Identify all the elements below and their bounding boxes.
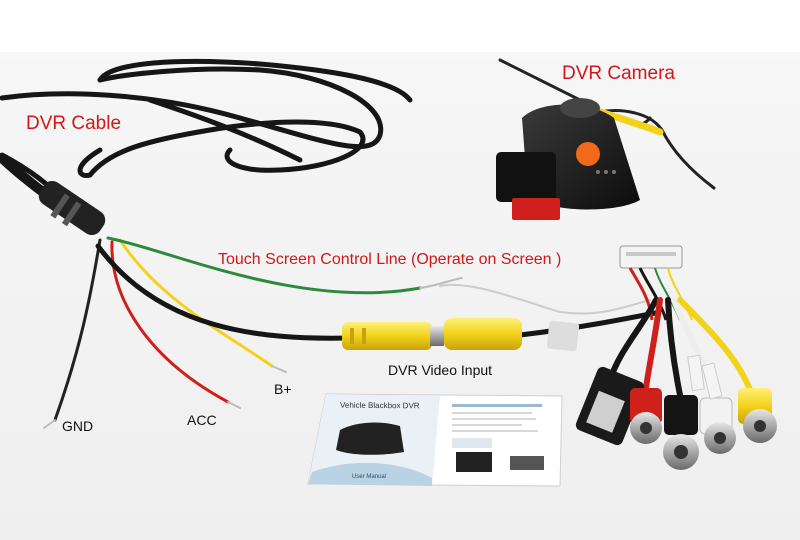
cable-label-tag [546,320,580,352]
rca-jack-yellow [738,388,777,443]
b-plus-label: B+ [274,381,292,397]
acc-label: ACC [187,412,217,428]
coiled-dvr-cable [0,58,413,203]
manual-cover-title: Vehicle Blackbox DVR [339,400,420,411]
rca-jack-red [630,388,662,444]
top-white-band [0,0,800,52]
left-power-wires [43,236,651,429]
dvr-camera [496,98,640,220]
rca-jack-black [663,395,699,470]
dvr-camera-label: DVR Camera [562,63,675,84]
video-input-rca-connector [342,318,522,350]
user-manual-booklet [307,393,563,487]
camera-orange-button [576,142,600,166]
cable-ferrule [38,180,106,236]
harness-tag [687,354,705,392]
touch-screen-control-line-label: Touch Screen Control Line (Operate on Sc… [218,251,562,268]
dvr-video-input-label: DVR Video Input [388,362,493,378]
dvr-cable-label: DVR Cable [26,113,122,134]
manual-cover-subtitle: User Manual [352,474,387,480]
usb-female-connector [575,366,645,446]
harness-tag [701,362,723,400]
gnd-label: GND [62,418,94,434]
rca-jack-white [699,397,736,454]
manual-cover-camera-image [336,422,404,455]
multi-pin-connector [619,245,693,321]
